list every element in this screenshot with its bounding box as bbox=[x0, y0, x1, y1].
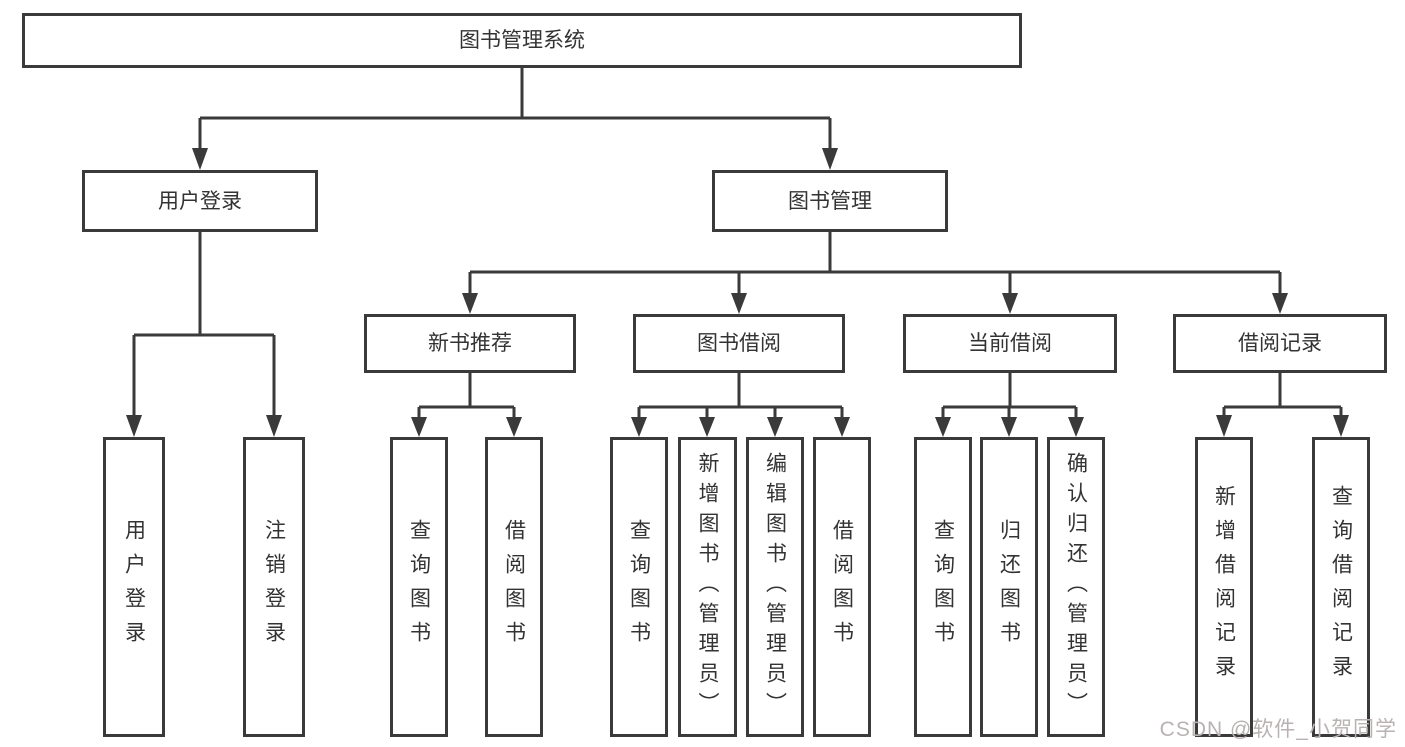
node-leaf-borrow-books-newbooks: 借阅图书 bbox=[485, 437, 543, 737]
node-label: 用户登录 bbox=[122, 519, 146, 655]
node-leaf-query-books-borrowing: 查询图书 bbox=[610, 437, 668, 737]
node-label: 查询图书 bbox=[931, 519, 955, 655]
node-leaf-query-books-newbooks: 查询图书 bbox=[390, 437, 448, 737]
node-leaf-logout: 注销登录 bbox=[243, 437, 305, 737]
node-leaf-add-borrow-record: 新增借阅记录 bbox=[1195, 437, 1253, 737]
node-leaf-confirm-return-admin: 确认归还（管理员） bbox=[1047, 437, 1105, 737]
node-current-borrowing: 当前借阅 bbox=[903, 314, 1117, 373]
node-leaf-return-books: 归还图书 bbox=[980, 437, 1038, 737]
node-book-borrowing: 图书借阅 bbox=[633, 314, 845, 373]
node-leaf-query-books-current: 查询图书 bbox=[914, 437, 972, 737]
node-user-login-branch: 用户登录 bbox=[82, 170, 318, 232]
node-label: 注销登录 bbox=[262, 519, 286, 655]
node-label: 借阅图书 bbox=[502, 519, 526, 655]
node-label: 归还图书 bbox=[997, 519, 1021, 655]
node-leaf-borrow-books-borrowing: 借阅图书 bbox=[813, 437, 871, 737]
node-label: 新增借阅记录 bbox=[1212, 485, 1236, 689]
node-label: 确认归还（管理员） bbox=[1064, 452, 1088, 722]
node-leaf-user-login: 用户登录 bbox=[103, 437, 165, 737]
node-label: 查询图书 bbox=[627, 519, 651, 655]
node-label: 编辑图书（管理员） bbox=[763, 452, 787, 722]
node-label: 借阅记录 bbox=[1238, 332, 1322, 355]
node-label: 当前借阅 bbox=[968, 332, 1052, 355]
node-label: 新增图书（管理员） bbox=[696, 452, 719, 722]
node-label: 图书管理系统 bbox=[459, 29, 585, 52]
node-label: 查询图书 bbox=[407, 519, 431, 655]
node-label: 新书推荐 bbox=[428, 332, 512, 355]
node-book-management: 图书管理 bbox=[712, 170, 948, 232]
node-leaf-edit-books-admin: 编辑图书（管理员） bbox=[746, 437, 804, 737]
node-library-management-system: 图书管理系统 bbox=[22, 13, 1022, 68]
node-new-book-recommendation: 新书推荐 bbox=[364, 314, 576, 373]
node-label: 用户登录 bbox=[158, 189, 242, 213]
node-leaf-query-borrow-record: 查询借阅记录 bbox=[1312, 437, 1370, 737]
node-borrowing-records: 借阅记录 bbox=[1173, 314, 1387, 373]
node-label: 图书管理 bbox=[788, 189, 872, 213]
node-leaf-add-books-admin: 新增图书（管理员） bbox=[678, 437, 737, 737]
node-label: 图书借阅 bbox=[697, 332, 781, 355]
node-label: 借阅图书 bbox=[830, 519, 854, 655]
node-label: 查询借阅记录 bbox=[1329, 485, 1353, 689]
